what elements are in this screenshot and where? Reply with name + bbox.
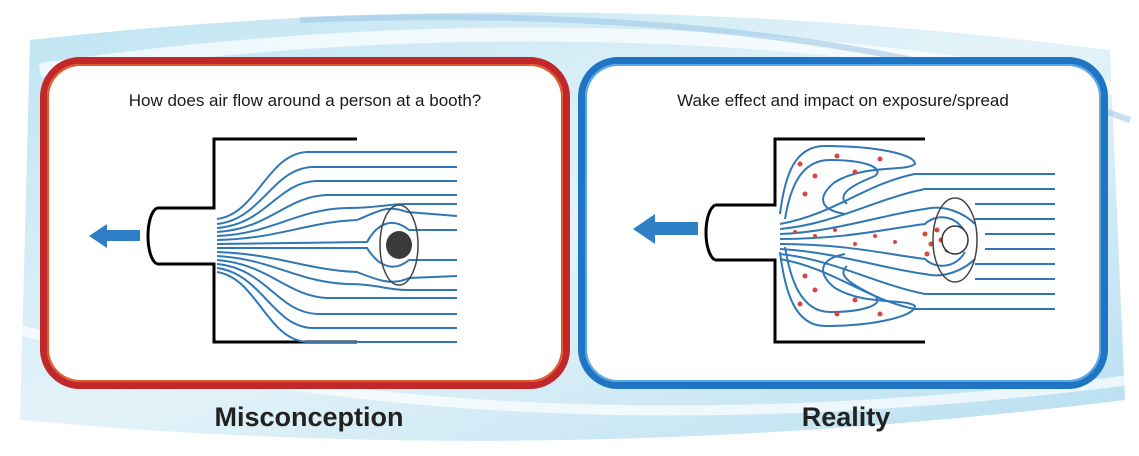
misconception-panel: How does air flow around a person at a b… (40, 57, 570, 389)
reality-panel: Wake effect and impact on exposure/sprea… (578, 57, 1108, 389)
misconception-diagram (89, 137, 458, 344)
exhaust-arrow-icon (633, 214, 698, 244)
reality-title: Wake effect and impact on exposure/sprea… (677, 91, 1009, 110)
reality-diagram (633, 137, 1055, 344)
misconception-title: How does air flow around a person at a b… (128, 91, 482, 110)
exhaust-pipe (704, 203, 717, 262)
streamlines (216, 151, 458, 343)
reality-caption: Reality (801, 402, 891, 432)
exhaust-pipe (146, 206, 158, 266)
person-icon (932, 197, 978, 283)
booth-outline (157, 137, 357, 344)
person-icon (379, 204, 419, 286)
exhaust-arrow-icon (89, 224, 140, 248)
streamlines (779, 144, 1055, 328)
particles (793, 153, 950, 317)
misconception-caption: Misconception (214, 402, 404, 432)
booth-outline (715, 137, 925, 344)
